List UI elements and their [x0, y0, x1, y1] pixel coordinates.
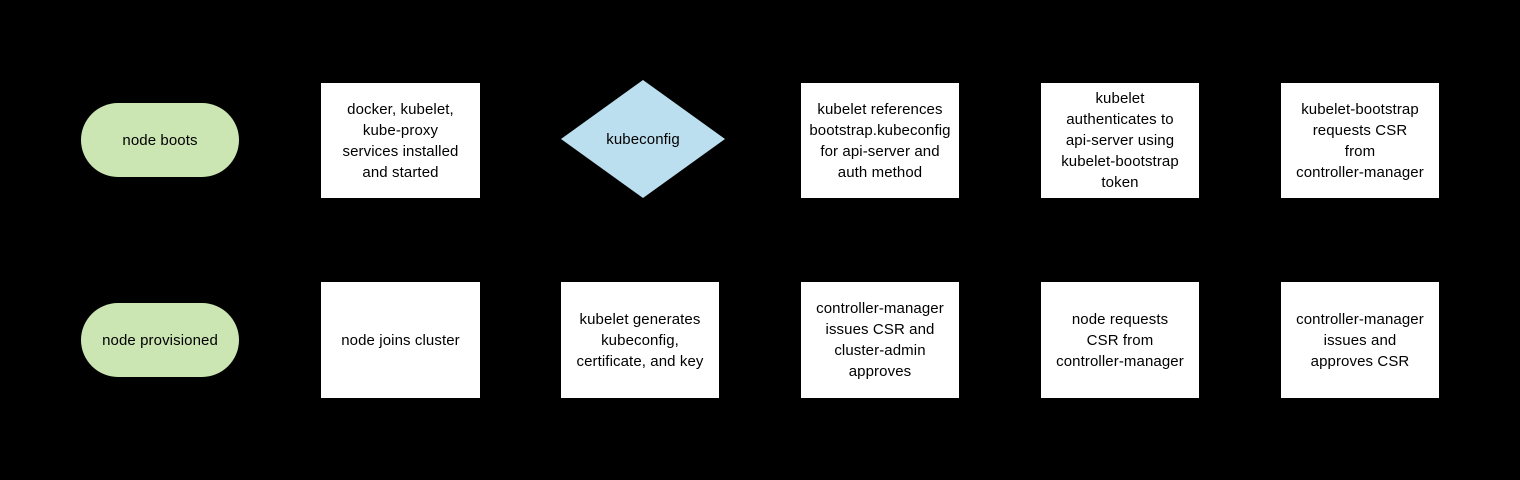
- flow-node-controller-manager-issues-approves[interactable]: controller-manager issues and approves C…: [1281, 282, 1439, 398]
- flow-node-kubelet-authenticates[interactable]: kubelet authenticates to api-server usin…: [1041, 83, 1199, 198]
- flow-node-label: kubelet generates kubeconfig, certificat…: [576, 310, 704, 370]
- flow-node-label: kubelet authenticates to api-server usin…: [1061, 90, 1179, 191]
- flow-node-services-installed[interactable]: docker, kubelet, kube-proxy services ins…: [321, 83, 480, 198]
- flow-node-node-joins-cluster[interactable]: node joins cluster: [321, 282, 480, 398]
- flow-node-label: kubelet-bootstrap requests CSR from cont…: [1296, 100, 1424, 181]
- flow-node-kubelet-references-bootstrap[interactable]: kubelet references bootstrap.kubeconfig …: [801, 83, 959, 198]
- flow-node-label: node joins cluster: [341, 331, 460, 349]
- flow-node-label: node provisioned: [102, 331, 218, 349]
- flow-node-label: docker, kubelet, kube-proxy services ins…: [342, 100, 459, 181]
- flow-node-label: kubelet references bootstrap.kubeconfig …: [809, 100, 951, 181]
- flow-node-node-boots[interactable]: node boots: [81, 103, 239, 177]
- flow-node-label: node requests CSR from controller-manage…: [1056, 310, 1184, 370]
- flow-node-label: controller-manager issues and approves C…: [1296, 310, 1424, 370]
- flow-node-label: controller-manager issues CSR and cluste…: [816, 300, 944, 380]
- flow-node-kubeconfig[interactable]: kubeconfig: [561, 80, 725, 198]
- flow-node-controller-manager-issues-csr[interactable]: controller-manager issues CSR and cluste…: [801, 282, 959, 398]
- flow-node-label: kubeconfig: [606, 130, 680, 148]
- flow-node-label: node boots: [122, 131, 198, 149]
- flow-node-kubelet-generates[interactable]: kubelet generates kubeconfig, certificat…: [561, 282, 719, 398]
- flow-node-node-provisioned[interactable]: node provisioned: [81, 303, 239, 377]
- flow-node-node-requests-csr[interactable]: node requests CSR from controller-manage…: [1041, 282, 1199, 398]
- flow-node-kubelet-bootstrap-requests-csr[interactable]: kubelet-bootstrap requests CSR from cont…: [1281, 83, 1439, 198]
